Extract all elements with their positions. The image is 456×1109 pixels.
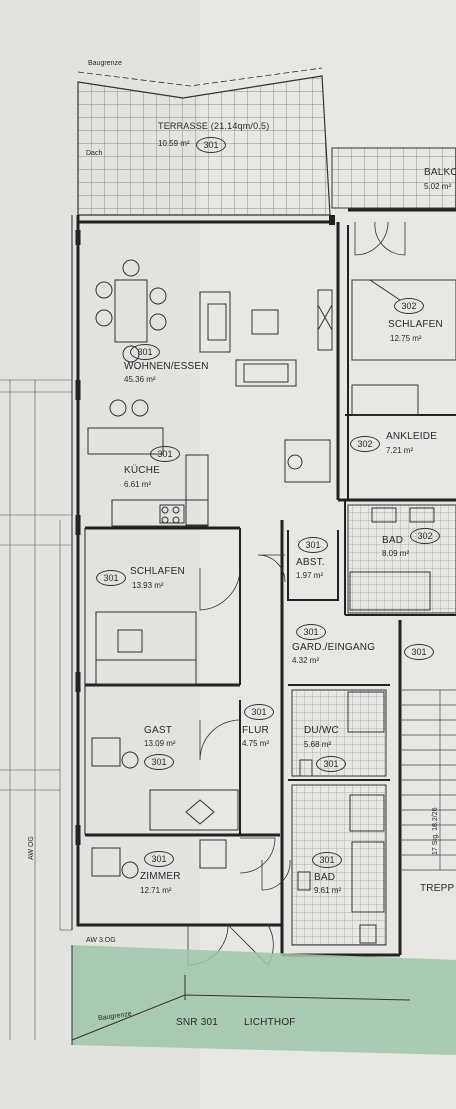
duwc-area: 5.68 m²	[304, 740, 332, 749]
ankleide-tag: 302	[350, 436, 380, 452]
gard-tag: 301	[296, 624, 326, 640]
balkon-area: 5.02 m²	[424, 182, 452, 191]
stairs-label: 17 Stg. 18.2/26	[432, 807, 439, 855]
abst-tag: 301	[298, 537, 328, 553]
wohnen-tag: 301	[130, 344, 160, 360]
balcony-tiles	[331, 147, 456, 209]
terrasse-tag: 301	[196, 137, 226, 153]
duwc-label: DU/WC	[304, 725, 339, 736]
lichthof-area	[72, 945, 456, 1055]
bad-302-label: BAD	[382, 535, 404, 546]
abst-label: ABST.	[296, 557, 325, 568]
bad-301-area: 9.61 m²	[314, 886, 342, 895]
snr-label: SNR 301	[176, 1017, 218, 1028]
zimmer-furniture	[91, 839, 227, 879]
flur-area: 4.75 m²	[242, 739, 270, 748]
living-furniture	[199, 289, 333, 483]
flur-tag: 301	[244, 704, 274, 720]
baugrenze-top-label: Baugrenze	[88, 60, 122, 67]
aw3og-label: AW 3.OG	[86, 937, 116, 944]
bad-302-tag: 302	[410, 528, 440, 544]
zimmer-tag: 301	[144, 851, 174, 867]
dining-set	[95, 259, 167, 363]
terrasse-area: 10.59 m²	[158, 139, 190, 148]
schlafen-301-label: SCHLAFEN	[130, 566, 185, 577]
stairs	[400, 689, 456, 871]
bad-301-tag: 301	[312, 852, 342, 868]
dach-label: Dach	[86, 150, 103, 157]
awog-label: AW OG	[28, 836, 35, 860]
bathroom-fixtures	[291, 504, 456, 946]
lichthof-label: LICHTHOF	[244, 1017, 296, 1028]
bed-schlafen-302	[351, 279, 456, 416]
schlafen-302-tag: 302	[394, 298, 424, 314]
gast-area: 13.09 m²	[144, 739, 176, 748]
schlafen-302-label: SCHLAFEN	[388, 319, 443, 330]
ankleide-label: ANKLEIDE	[386, 431, 438, 442]
door-swings	[187, 221, 406, 966]
gard-area: 4.32 m²	[292, 656, 320, 665]
gast-furniture	[91, 737, 239, 831]
schlafen-301-area: 13.93 m²	[132, 581, 164, 590]
gard-right-tag: 301	[404, 644, 434, 660]
gast-label: GAST	[144, 725, 173, 736]
gast-tag: 301	[144, 754, 174, 770]
kueche-label: KÜCHE	[124, 465, 161, 476]
flur-label: FLUR	[242, 725, 269, 736]
zimmer-label: ZIMMER	[140, 871, 181, 882]
terrasse-label: TERRASSE (21.14qm/0.5)	[158, 121, 270, 131]
balkon-label: BALKO	[424, 167, 456, 178]
lichthof-boundary	[71, 945, 411, 1045]
treppe-label: TREPP	[420, 883, 455, 894]
schlafen-301-tag: 301	[96, 570, 126, 586]
exterior-lines	[0, 379, 72, 1040]
abst-area: 1.97 m²	[296, 571, 324, 580]
duwc-tag: 301	[316, 756, 346, 772]
gard-label: GARD./EINGANG	[292, 642, 376, 653]
bad-302-area: 8.09 m²	[382, 549, 410, 558]
wohnen-area: 45.36 m²	[124, 375, 156, 384]
walls	[71, 208, 456, 957]
baugrenze-lines	[77, 67, 323, 87]
bad-301-label: BAD	[314, 872, 336, 883]
kueche-tag: 301	[150, 446, 180, 462]
zimmer-area: 12.71 m²	[140, 886, 172, 895]
wohnen-label: WOHNEN/ESSEN	[124, 361, 209, 372]
ankleide-area: 7.21 m²	[386, 446, 414, 455]
kueche-area: 6.61 m²	[124, 480, 152, 489]
kitchen-furniture	[87, 399, 209, 527]
bed-schlafen-301	[95, 611, 197, 685]
schlafen-302-area: 12.75 m²	[390, 334, 422, 343]
